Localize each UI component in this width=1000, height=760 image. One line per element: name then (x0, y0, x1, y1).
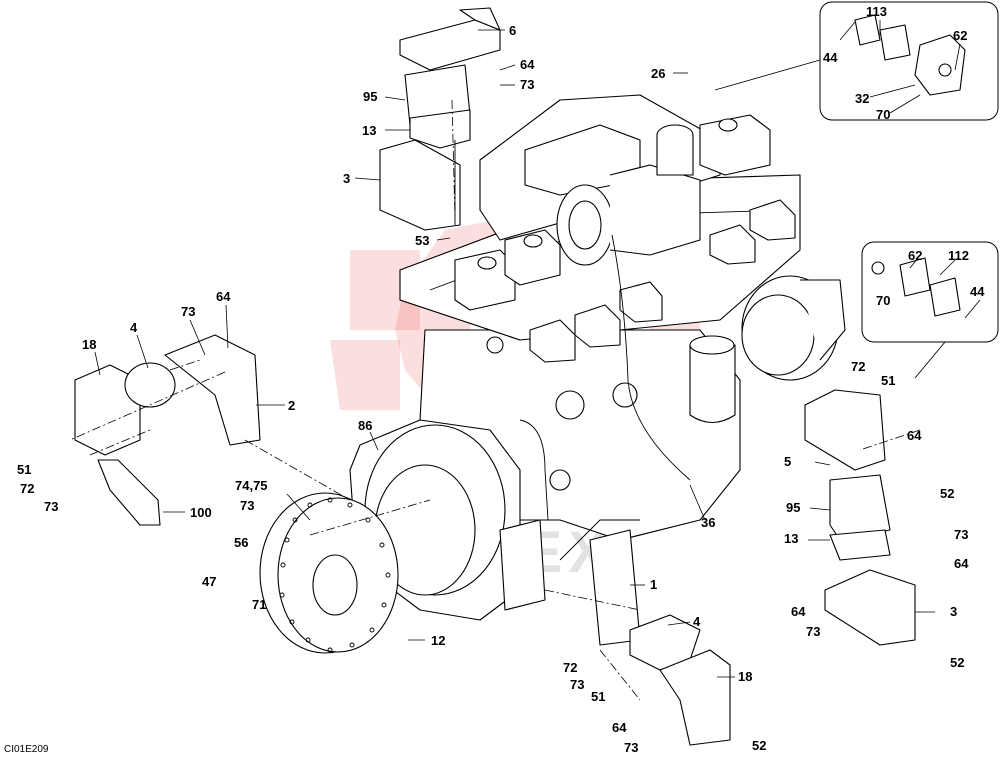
callout-labels: 6 64 73 95 13 3 53 26 113 44 62 32 70 62… (17, 4, 985, 755)
callout-13: 13 (362, 123, 376, 138)
callout-12: 12 (431, 633, 445, 648)
callout-32: 32 (855, 91, 869, 106)
callout-73: 73 (806, 624, 820, 639)
callout-72: 72 (20, 481, 34, 496)
callout-13: 13 (784, 531, 798, 546)
callout-52: 52 (950, 655, 964, 670)
callout-51: 51 (17, 462, 31, 477)
callout-52: 52 (752, 738, 766, 753)
callout-3: 3 (343, 171, 350, 186)
callout-4: 4 (693, 614, 701, 629)
callout-51: 51 (881, 373, 895, 388)
callout-5: 5 (784, 454, 791, 469)
callout-64: 64 (791, 604, 806, 619)
callout-100: 100 (190, 505, 212, 520)
callout-53: 53 (415, 233, 429, 248)
callout-64: 64 (612, 720, 627, 735)
callout-73: 73 (181, 304, 195, 319)
callout-112: 112 (948, 248, 969, 263)
inset-detail-top (714, 1, 999, 121)
engine-block (349, 94, 846, 621)
callout-44: 44 (970, 284, 985, 299)
flywheel (259, 492, 399, 654)
callout-72: 72 (851, 359, 865, 374)
left-mount-assembly (74, 334, 261, 526)
callout-70: 70 (876, 293, 890, 308)
callout-95: 95 (786, 500, 800, 515)
callout-1: 1 (650, 577, 657, 592)
callout-71: 71 (252, 597, 266, 612)
inset-detail-bottom (861, 241, 999, 379)
callout-73: 73 (570, 677, 584, 692)
callout-26: 26 (651, 66, 665, 81)
drawing-code: CI01E209 (4, 744, 49, 755)
callout-70: 70 (876, 107, 890, 122)
callout-3: 3 (950, 604, 957, 619)
callout-64: 64 (907, 428, 922, 443)
callout-44: 44 (823, 50, 838, 65)
callout-18: 18 (82, 337, 96, 352)
callout-52: 52 (940, 486, 954, 501)
callout-113: 113 (866, 4, 887, 19)
callout-4: 4 (130, 320, 138, 335)
callout-72: 72 (563, 660, 577, 675)
callout-73: 73 (240, 498, 254, 513)
callout-73: 73 (954, 527, 968, 542)
leader-lines (94, 20, 981, 678)
callout-64: 64 (520, 57, 535, 72)
callout-47: 47 (202, 574, 216, 589)
bottom-mount-assembly (589, 529, 731, 746)
callout-56: 56 (234, 535, 248, 550)
callout-6: 6 (509, 23, 516, 38)
callout-73: 73 (44, 499, 58, 514)
callout-2: 2 (288, 398, 295, 413)
callout-73: 73 (624, 740, 638, 755)
callout-62: 62 (908, 248, 922, 263)
top-mount-assembly (379, 7, 501, 231)
callout-62: 62 (953, 28, 967, 43)
callout-36: 36 (701, 515, 715, 530)
callout-95: 95 (363, 89, 377, 104)
callout-74-75: 74,75 (235, 478, 268, 493)
callout-86: 86 (358, 418, 372, 433)
callout-51: 51 (591, 689, 605, 704)
callout-64: 64 (216, 289, 231, 304)
callout-64: 64 (954, 556, 969, 571)
callout-73: 73 (520, 77, 534, 92)
right-mount-assembly (804, 389, 916, 646)
callout-18: 18 (738, 669, 752, 684)
alignment-lines (69, 99, 921, 701)
